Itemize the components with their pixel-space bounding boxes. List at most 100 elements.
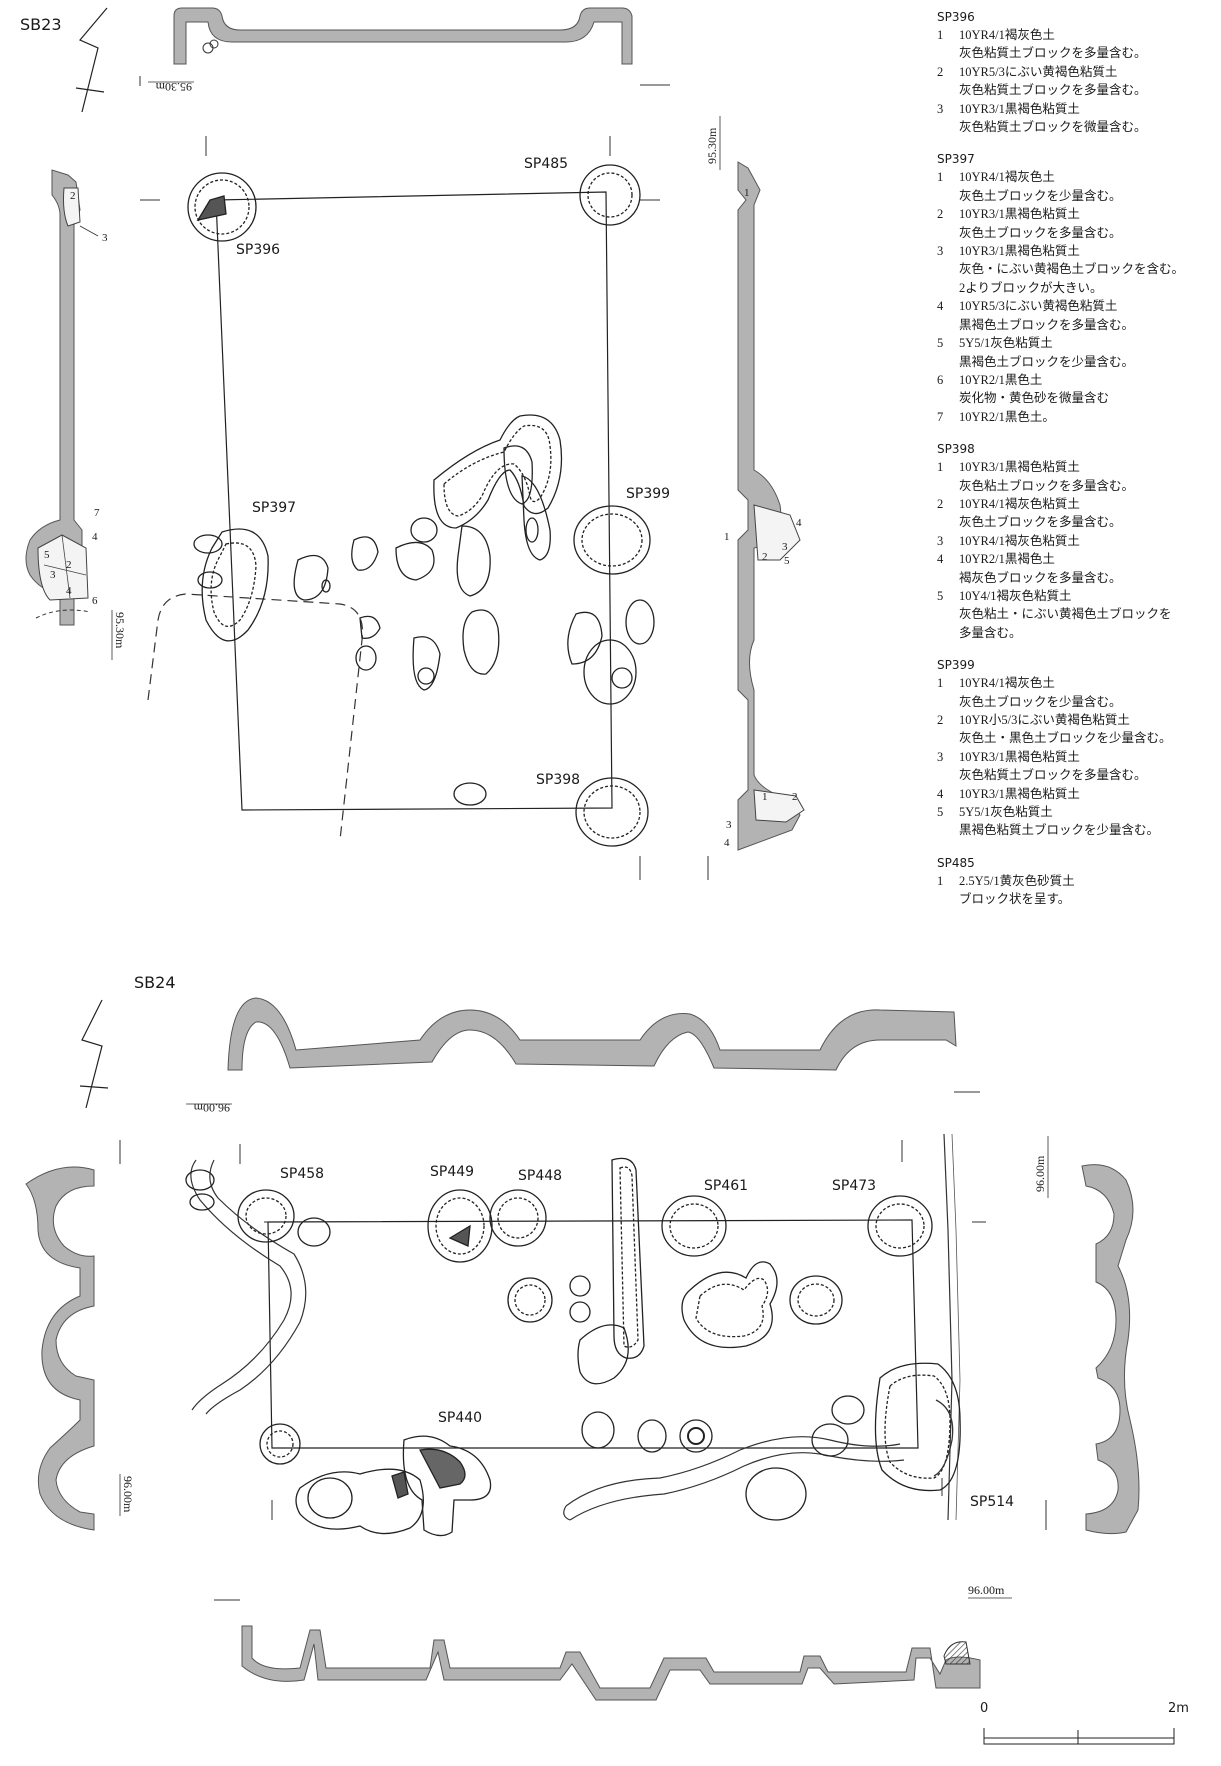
layer-description: 灰色土ブロックを多量含む。: [959, 515, 1122, 530]
layer-soil: 10YR2/1黒色土。: [959, 409, 1055, 424]
pit-sp458: [237, 1189, 295, 1243]
dashed-feature: [147, 593, 364, 841]
legend-pit-title: SP396: [937, 10, 975, 24]
layer-number: 6: [937, 372, 944, 387]
pit: [293, 414, 655, 806]
elevation-label: 95.30m: [113, 612, 127, 649]
layer-number: 2: [937, 496, 944, 511]
layer-description: 2よりブロックが大きい。: [959, 280, 1103, 295]
layer-soil: 10YR2/1黒色土: [959, 372, 1043, 387]
pit-sp461: [661, 1195, 727, 1257]
layer-description: 灰色土ブロックを多量含む。: [959, 225, 1122, 240]
building-outline-sb23: [215, 191, 613, 811]
layer-description: 灰色粘質土ブロックを微量含む。: [959, 120, 1147, 135]
layer-description: 灰色土ブロックを少量含む。: [959, 188, 1122, 203]
layer-number: 7: [937, 409, 944, 424]
layer-description: 炭化物・黄色砂を微量含む: [959, 391, 1110, 406]
layer-number: 4: [937, 786, 944, 801]
layer-description: 灰色粘土ブロックを多量含む。: [959, 478, 1135, 493]
layer-soil: 10YR3/1黒褐色粘質土: [959, 244, 1080, 259]
layer-soil: 10YR5/3にぶい黄褐色粘質土: [959, 299, 1118, 314]
legend-pit-title: SP397: [937, 152, 975, 167]
layer-number: 1: [744, 187, 750, 199]
section-profile-top: [173, 7, 633, 65]
layer-number: 5: [937, 805, 944, 820]
layer-number: 5: [784, 555, 790, 567]
section-profile-right: [1081, 1164, 1140, 1535]
layer-soil: 10YR4/1褐灰色粘質土: [959, 533, 1080, 548]
layer-description: 灰色粘質土ブロックを多量含む。: [959, 83, 1147, 98]
layer-description: 灰色粘質土ブロックを多量含む。: [959, 46, 1147, 61]
pit-label: SP397: [252, 500, 296, 516]
pit-label: SP514: [970, 1494, 1014, 1510]
layer-number: 4: [937, 552, 944, 567]
pit-label: SP449: [430, 1164, 474, 1180]
legend-layer: 2 10YR3/1黒褐色粘質土灰色土ブロックを多量含む。: [937, 205, 1219, 242]
layer-number: 3: [937, 533, 944, 548]
layer-number: 3: [726, 819, 732, 831]
pit-sp398: [575, 777, 649, 847]
layer-number: 2: [937, 207, 944, 222]
layer-number: 4: [796, 517, 802, 529]
pit-label: SP398: [536, 772, 580, 788]
layer-description: 灰色土ブロックを少量含む。: [959, 694, 1122, 709]
pit-label: SP473: [832, 1178, 876, 1194]
layer-number: 1: [762, 791, 768, 803]
elevation-label: 95.30m: [155, 80, 192, 94]
legend-pit-title: SP398: [937, 442, 975, 457]
layer-number: 1: [937, 170, 944, 185]
building-outline-sb24: [267, 1219, 919, 1449]
elevation-label: 95.30m: [705, 127, 719, 164]
layer-soil: 10YR3/1黒褐色粘質土: [959, 786, 1080, 801]
legend-layer: 6 10YR2/1黒色土炭化物・黄色砂を微量含む: [937, 371, 1219, 408]
layer-description: 灰色・にぶい黄褐色土ブロックを含む。: [959, 262, 1185, 277]
pit-sp448: [489, 1189, 547, 1247]
section-profile-top: [227, 997, 957, 1071]
grid-ticks: [140, 84, 709, 880]
layer-number: 3: [937, 101, 944, 116]
legend-layer: 4 10YR3/1黒褐色粘質土: [937, 785, 1219, 803]
pit-sp399: [573, 505, 651, 575]
layer-soil: 10YR4/1褐灰色土: [959, 676, 1055, 691]
section-profile-left: [25, 1166, 95, 1531]
north-arrow-icon: [79, 999, 109, 1109]
layer-description: 黒褐色土ブロックを多量含む。: [959, 317, 1135, 332]
legend-layer: 3 10YR4/1褐灰色粘質土: [937, 532, 1219, 550]
layer-soil: 10Y4/1褐灰色粘質土: [959, 588, 1072, 603]
legend-pit-title: SP485: [937, 855, 975, 870]
north-arrow-icon: [75, 7, 108, 113]
layer-number: 4: [937, 299, 944, 314]
layer-soil: 10YR小5/3にぶい黄褐色粘質土: [959, 713, 1130, 727]
elevation-label: 96.00m: [968, 1583, 1005, 1597]
pit-sp485: [579, 164, 641, 226]
layer-soil: 10YR3/1黒褐色粘質土: [959, 207, 1080, 222]
layer-number: 3: [50, 569, 56, 581]
pit-label: SP485: [524, 156, 568, 172]
pit-sp440: [402, 1435, 492, 1537]
layer-number: 3: [102, 232, 108, 244]
layer-soil: 10YR5/3にぶい黄褐色粘質土: [959, 64, 1118, 79]
figure-label-sb23: SB23: [20, 15, 62, 34]
layer-description: ブロック状を呈す。: [959, 892, 1071, 907]
layer-number: 5: [937, 336, 944, 351]
layer-number: 4: [92, 531, 98, 543]
pit-label: SP440: [438, 1410, 482, 1426]
layer-number: 2: [792, 791, 798, 803]
layer-number: 1: [937, 873, 944, 888]
